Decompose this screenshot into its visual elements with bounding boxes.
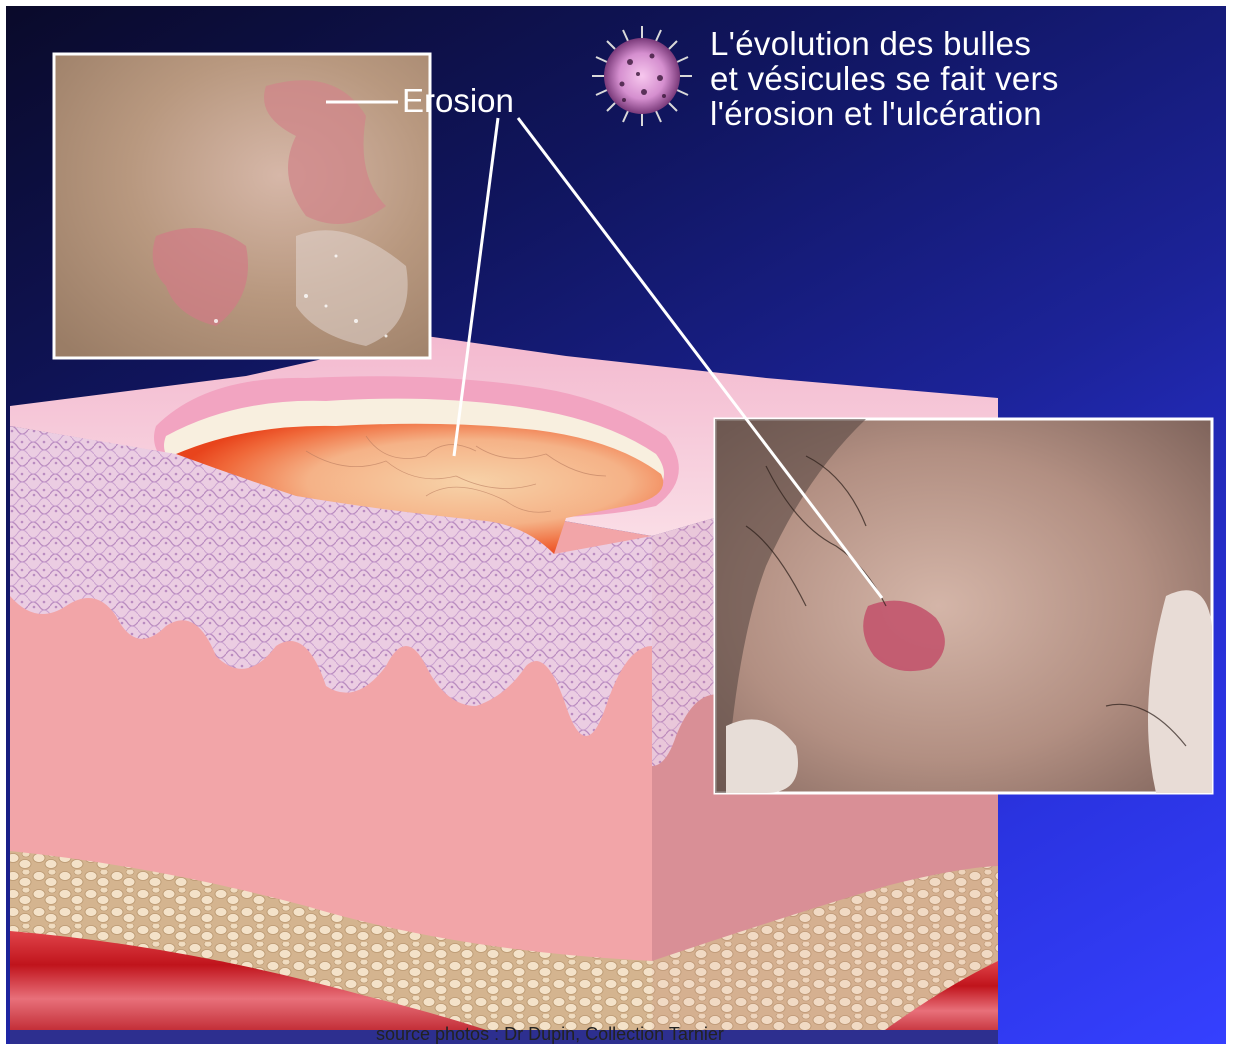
title-line-2: et vésicules se fait vers — [710, 61, 1059, 96]
erosion-label: Erosion — [402, 82, 514, 120]
photo-inset-erosion-closeup — [54, 54, 430, 358]
virus-icon — [592, 26, 692, 126]
slide: L'évolution des bulles et vésicules se f… — [6, 6, 1226, 1044]
skin-diagram — [6, 6, 1226, 1044]
title-line-3: l'érosion et l'ulcération — [710, 96, 1042, 131]
title-line-1: L'évolution des bulles — [710, 26, 1031, 61]
source-credit: source photos : Dr Dupin, Collection Tar… — [376, 1024, 724, 1044]
